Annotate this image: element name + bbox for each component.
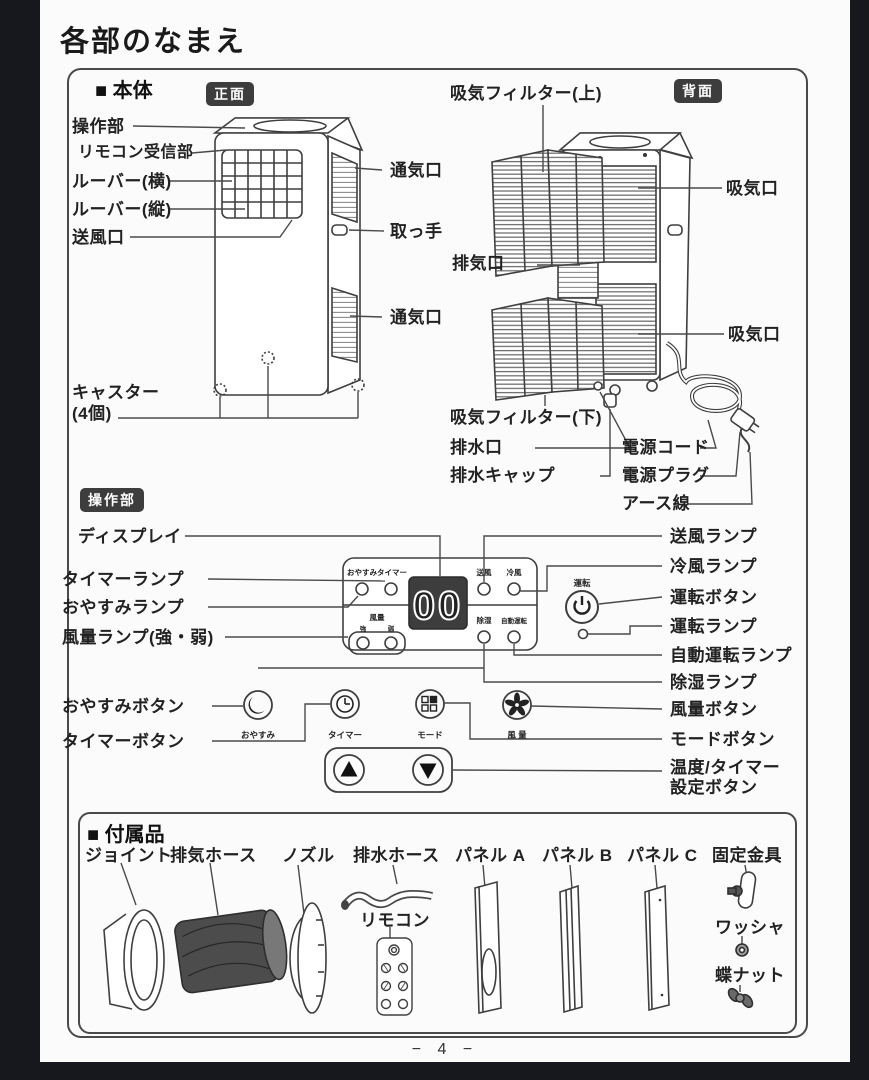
svg-text:冷風: 冷風: [507, 567, 522, 577]
label-intake-filter-bottom: 吸気フィルター(下): [450, 408, 602, 427]
svg-text:自動運転: 自動運転: [501, 616, 528, 625]
accessories-box: [78, 812, 797, 1034]
label-louver-vertical: ルーバー(縦): [72, 200, 172, 219]
label-vent-bottom: 通気口: [390, 308, 443, 327]
up-arrow-icon: [340, 761, 358, 777]
panel-c-drawing: [644, 884, 670, 1012]
label-intake-top: 吸気口: [726, 179, 779, 198]
label-cool-lamp: 冷風ランプ: [670, 557, 757, 576]
leader-lines: [118, 105, 753, 992]
label-drain-cap: 排水キャップ: [450, 466, 555, 485]
clock-icon: [336, 695, 354, 713]
svg-text:弱: 弱: [388, 624, 395, 633]
main-section-box: [67, 68, 808, 1038]
label-sleep-button: おやすみボタン: [62, 697, 185, 716]
label-earth-wire: アース線: [622, 494, 691, 513]
svg-text:運転: 運転: [573, 578, 591, 588]
page-number: − 4 −: [411, 1041, 479, 1058]
label-fan-lamp: 風量ランプ(強・弱): [62, 628, 214, 647]
accessories-drawings: [103, 871, 757, 1016]
body-heading: ■ 本体: [95, 80, 153, 102]
label-power-button: 運転ボタン: [670, 588, 758, 607]
wing-nut-drawing: [727, 987, 754, 1009]
display-digits: 00: [413, 584, 464, 628]
mode-icon: [421, 695, 438, 712]
label-power-lamp: 運転ランプ: [670, 617, 757, 636]
label-temp-button-line2: 設定ボタン: [670, 778, 758, 797]
label-air-outlet: 送風口: [72, 228, 125, 247]
label-intake-filter-top: 吸気フィルター(上): [450, 84, 602, 103]
exhaust-hose-drawing: [174, 909, 288, 994]
label-blow-lamp: 送風ランプ: [670, 527, 757, 546]
panel-buttons-drawing: [243, 689, 532, 793]
label-exhaust-hose: 排気ホース: [170, 846, 257, 865]
label-bracket: 固定金具: [712, 846, 782, 865]
drain-hose-drawing: [341, 889, 433, 910]
label-panel-c: パネル C: [627, 846, 698, 865]
back-unit-drawing: [491, 132, 760, 453]
label-mode-button: モードボタン: [670, 730, 775, 749]
label-display: ディスプレイ: [78, 527, 182, 546]
svg-text:おやすみ: おやすみ: [347, 567, 377, 577]
svg-text:おやすみ: おやすみ: [241, 730, 276, 740]
svg-text:タイマー: タイマー: [328, 730, 362, 740]
label-sleep-lamp: おやすみランプ: [62, 598, 184, 617]
svg-text:風 量: 風 量: [507, 730, 527, 740]
label-timer-lamp: タイマーランプ: [62, 570, 184, 589]
washer-drawing: [735, 943, 749, 957]
label-exhaust-outlet: 排気口: [452, 254, 505, 273]
svg-text:除湿: 除湿: [477, 615, 492, 625]
svg-text:モード: モード: [417, 730, 443, 740]
panel-a-drawing: [474, 880, 502, 1014]
label-power-plug: 電源プラグ: [622, 466, 710, 485]
label-temp-button-line1: 温度/タイマー: [670, 758, 781, 777]
accessories-heading: ■ 付属品: [87, 824, 165, 846]
label-caster: キャスター: [72, 383, 160, 402]
label-remote: リモコン: [360, 911, 430, 930]
manual-page: 各部のなまえ: [40, 0, 850, 1062]
svg-text:強: 強: [360, 624, 367, 633]
control-panel-badge: 操作部: [80, 488, 144, 512]
down-arrow-icon: [419, 763, 437, 779]
label-caster-count: (4個): [72, 404, 112, 423]
control-panel-micro-labels: おやすみ タイマー 送風 冷風 風量 強 弱 除湿 自動運転 運転 00 おやす…: [241, 567, 591, 740]
fan-icon: [505, 692, 529, 716]
front-unit-drawing: [212, 117, 365, 397]
bracket-drawing: [727, 871, 757, 909]
remote-drawing: [376, 937, 413, 1016]
page-title: 各部のなまえ: [60, 26, 247, 58]
label-panel-a: パネル A: [455, 846, 526, 865]
front-badge: 正面: [206, 82, 254, 106]
label-wing-nut: 蝶ナット: [715, 966, 785, 985]
label-drain-outlet: 排水口: [450, 438, 503, 457]
label-intake-bottom: 吸気口: [728, 325, 781, 344]
label-drain-hose: 排水ホース: [353, 846, 440, 865]
label-fan-button: 風量ボタン: [670, 700, 758, 719]
svg-text:タイマー: タイマー: [377, 567, 407, 577]
nozzle-drawing: [289, 902, 327, 1014]
label-auto-lamp: 自動運転ランプ: [670, 646, 792, 665]
label-handle: 取っ手: [390, 222, 443, 241]
label-vent-top: 通気口: [390, 161, 443, 180]
control-panel-drawing: [342, 557, 599, 655]
diagram-art: おやすみ タイマー 送風 冷風 風量 強 弱 除湿 自動運転 運転 00 おやす…: [103, 105, 760, 1016]
panel-b-drawing: [559, 884, 583, 1014]
label-timer-button: タイマーボタン: [62, 732, 185, 751]
label-panel-b: パネル B: [542, 846, 613, 865]
moon-icon: [248, 697, 265, 714]
svg-text:風量: 風量: [370, 612, 385, 622]
label-remote-receiver: リモコン受信部: [78, 144, 194, 161]
joint-drawing: [103, 909, 165, 1011]
label-dehumidify-lamp: 除湿ランプ: [670, 673, 757, 692]
label-louver-horizontal: ルーバー(横): [72, 172, 172, 191]
label-power-cord: 電源コード: [622, 438, 710, 457]
label-nozzle: ノズル: [282, 846, 335, 865]
label-washer: ワッシャ: [715, 918, 785, 937]
label-control-section: 操作部: [72, 117, 125, 136]
label-joint: ジョイント: [85, 846, 173, 865]
back-badge: 背面: [674, 79, 722, 103]
